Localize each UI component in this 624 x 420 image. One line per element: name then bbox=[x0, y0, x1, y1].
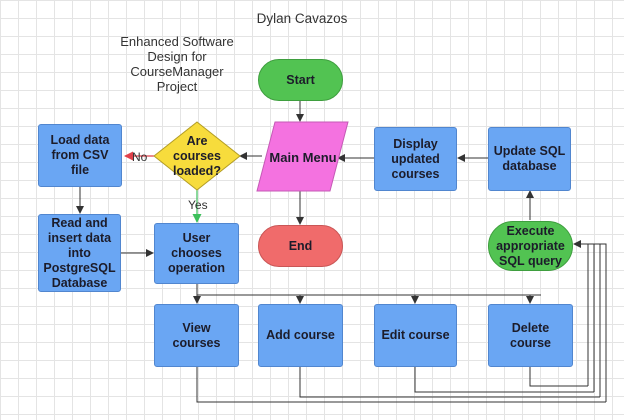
user-chooses-node[interactable]: User chooses operation bbox=[154, 223, 239, 284]
load-data-node[interactable]: Load data from CSV file bbox=[38, 124, 122, 187]
yes-label: Yes bbox=[188, 198, 208, 212]
edge-view-execute bbox=[196, 367, 606, 403]
delete-course-node[interactable]: Delete course bbox=[488, 304, 573, 367]
edge-add-execute bbox=[299, 367, 600, 398]
edge-user-operations bbox=[196, 284, 541, 296]
add-course-node[interactable]: Add course bbox=[258, 304, 343, 367]
edge-loop-up bbox=[573, 240, 607, 402]
decision-shape bbox=[153, 121, 241, 191]
edge-edit-execute bbox=[414, 367, 594, 393]
edge-delete-execute bbox=[529, 367, 588, 387]
start-node[interactable]: Start bbox=[258, 59, 343, 101]
edit-course-node[interactable]: Edit course bbox=[374, 304, 457, 367]
no-label: No bbox=[132, 150, 148, 164]
main-menu-label[interactable]: Main Menu bbox=[269, 149, 337, 165]
decision-label[interactable]: Are courses loaded? bbox=[173, 133, 221, 178]
end-node[interactable]: End bbox=[258, 225, 343, 267]
update-sql-node[interactable]: Update SQL database bbox=[488, 127, 571, 191]
read-insert-node[interactable]: Read and insert data into PostgreSQL Dat… bbox=[38, 214, 121, 292]
execute-sql-node[interactable]: Execute appropriate SQL query bbox=[488, 221, 573, 271]
view-courses-node[interactable]: View courses bbox=[154, 304, 239, 367]
display-updated-node[interactable]: Display updated courses bbox=[374, 127, 457, 191]
author-name: Dylan Cavazos bbox=[256, 11, 348, 26]
diagram-title: Enhanced Software Design for CourseManag… bbox=[120, 34, 234, 94]
main-menu-shape bbox=[256, 121, 349, 192]
